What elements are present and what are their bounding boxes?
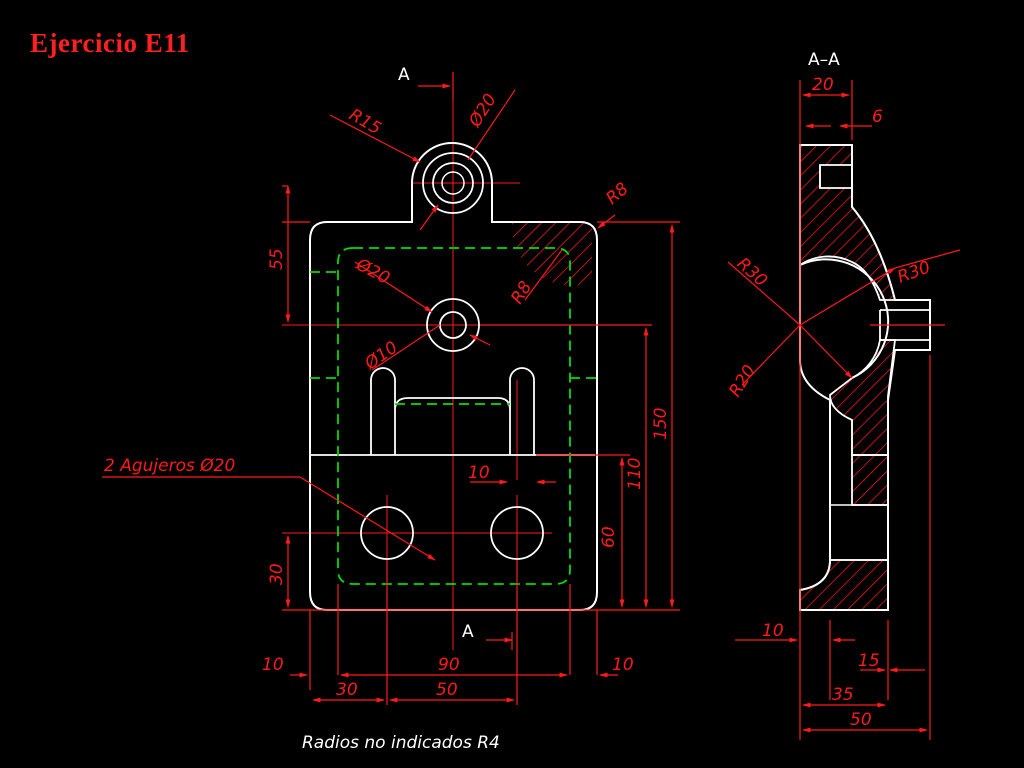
boss-hole [432, 162, 474, 204]
radius-note: Radios no indicados R4 [302, 733, 500, 753]
hatch-corner [511, 222, 592, 286]
boss-hole-inner [441, 171, 465, 195]
dim-150: 150 [651, 408, 671, 440]
section-hatch-bottom [799, 559, 889, 611]
dim-r8-side: R8 [507, 278, 536, 308]
dim-30-v: 30 [267, 563, 287, 585]
dim-50-h: 50 [436, 680, 458, 700]
section-outline [799, 144, 931, 611]
lower-right-hole [490, 506, 544, 560]
front-view: A A R15 Ø20 R8 R8 Ø20 Ø10 55 150 110 60 … [102, 65, 680, 705]
inner-pocket [310, 367, 595, 456]
dim-section-10: 10 [762, 621, 784, 641]
section-title: A–A [808, 50, 840, 70]
dim-r15: R15 [346, 105, 385, 139]
dim-90: 90 [438, 655, 460, 675]
plate-outline [309, 142, 598, 611]
dim-section-r30-right: R30 [895, 257, 933, 287]
dim-55: 55 [267, 248, 287, 270]
dim-10-left: 10 [262, 655, 284, 675]
dim-30-h: 30 [336, 680, 358, 700]
dim-10-right: 10 [612, 655, 634, 675]
cut-mark-top: A [398, 65, 410, 85]
dim-60: 60 [599, 526, 619, 548]
section-edges [819, 165, 888, 561]
dim-section-r30-left: R30 [733, 254, 771, 291]
dim-r8-top: R8 [602, 179, 632, 209]
section-view: A–A 20 6 R30 R30 R20 10 15 35 50 [725, 50, 961, 740]
dim-section-15: 15 [858, 651, 880, 671]
dim-d20-center: Ø20 [352, 254, 393, 289]
page-title: Ejercicio E11 [30, 28, 190, 58]
dim-d20-top: Ø20 [465, 90, 501, 131]
section-hatch-middle [829, 339, 897, 456]
dim-section-50: 50 [850, 710, 872, 730]
dim-section-20: 20 [812, 75, 834, 95]
dim-110: 110 [625, 458, 645, 490]
dim-section-6: 6 [872, 107, 883, 127]
dim-section-r20: R20 [725, 362, 760, 401]
lower-left-hole [360, 506, 414, 560]
cut-mark-bottom: A [462, 622, 474, 642]
dim-d10: Ø10 [361, 338, 402, 375]
hidden-pocket-outline [337, 247, 571, 585]
center-hole-outer [426, 298, 480, 352]
holes-label: 2 Agujeros Ø20 [104, 456, 235, 476]
dim-10-slot: 10 [468, 463, 490, 483]
boss-circle [422, 152, 484, 214]
dim-section-35: 35 [832, 685, 854, 705]
section-hatch-lower [851, 454, 889, 506]
